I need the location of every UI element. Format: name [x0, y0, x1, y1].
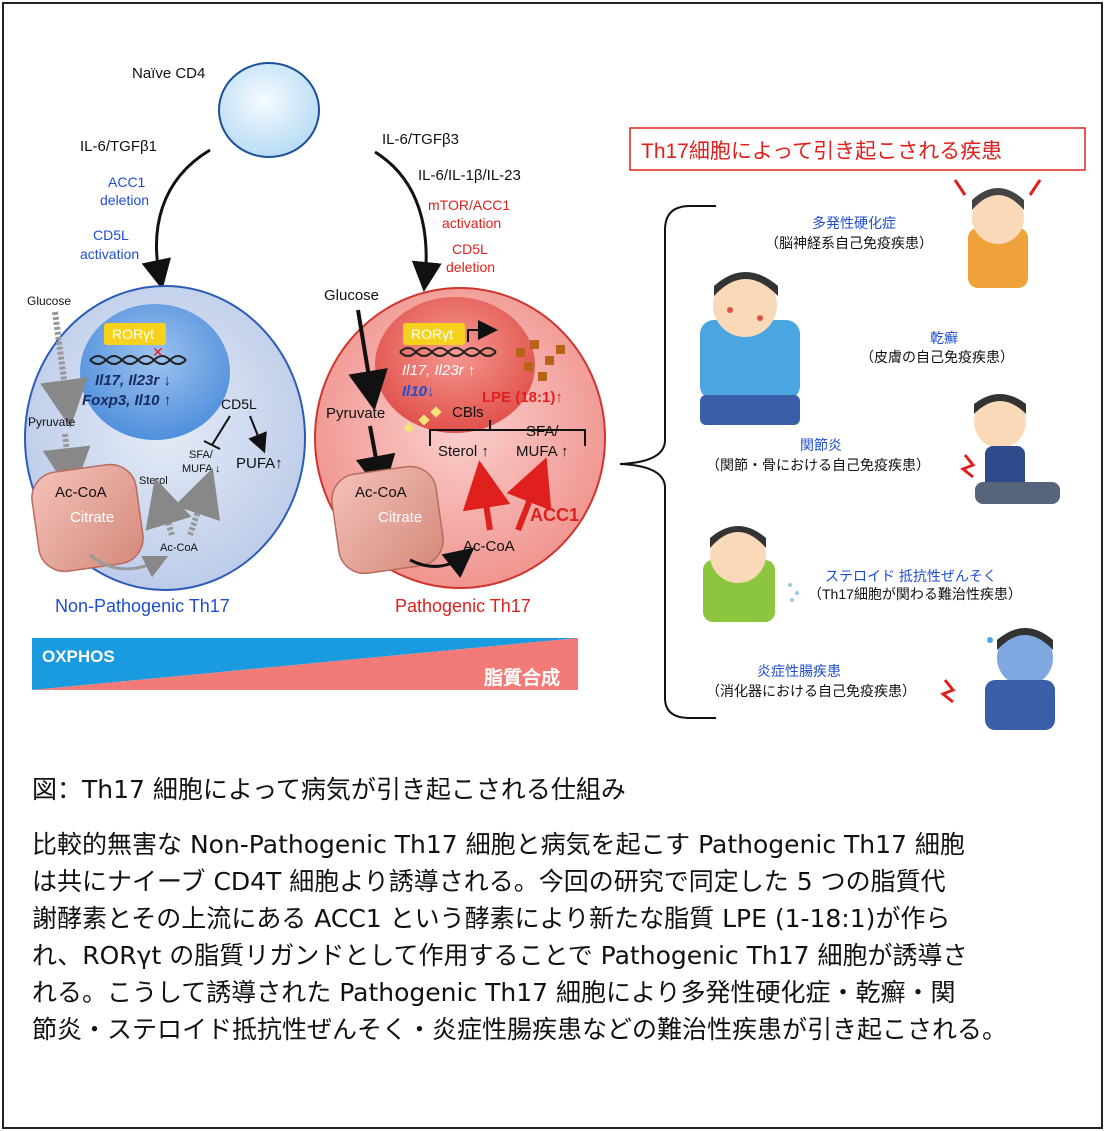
- genes-up-left: Foxp3, Il10 ↑: [82, 392, 171, 409]
- nonpathogenic-label: Non-Pathogenic Th17: [55, 596, 230, 616]
- disease-desc-5: （消化器における自己免疫疾患）: [706, 683, 916, 699]
- disease-title: Th17細胞によって引き起こされる疾患: [641, 140, 1002, 163]
- oxphos-lipid-bar: OXPHOS 脂質合成: [32, 638, 578, 690]
- genes-down-right: Il10↓: [402, 383, 435, 400]
- cd5l-activation-label: activation: [80, 246, 139, 262]
- figure-description: 比較的無害な Non-Pathogenic Th17 細胞と病気を起こす Pat…: [32, 826, 1092, 1048]
- pathogenic-cell: RORγt Il17, Il23r ↑ Il10↓ LPE (18:1)↑ Gl…: [314, 287, 606, 589]
- right-signal-label: IL-6/TGFβ3: [382, 131, 459, 148]
- glucose-label-right: Glucose: [324, 287, 379, 304]
- disease-name-1: 多発性硬化症: [812, 215, 896, 231]
- pyruvate-label-left: Pyruvate: [28, 415, 76, 429]
- description-line: 比較的無害な Non-Pathogenic Th17 細胞と病気を起こす Pat…: [32, 830, 965, 859]
- disease-name-2: 乾癬: [930, 330, 958, 346]
- cbls-label: CBls: [452, 404, 484, 421]
- pathogenic-label: Pathogenic Th17: [395, 596, 531, 616]
- sfa-label-right: SFA/: [526, 423, 559, 440]
- disease-title-box: [629, 127, 1086, 171]
- naive-cd4-label: Naïve CD4: [132, 65, 205, 82]
- description-line: れる。こうして誘導された Pathogenic Th17 細胞により多発性硬化症…: [32, 978, 956, 1007]
- sfa-label-left: SFA/: [189, 449, 214, 461]
- disease-desc-1: （脳神経系自己免疫疾患）: [765, 235, 933, 251]
- sterol-label-left: Sterol: [139, 475, 168, 487]
- acoa-mito-right: Ac-CoA: [355, 484, 407, 501]
- pufa-up-label: PUFA↑: [236, 455, 283, 472]
- disease-name-3: 関節炎: [800, 437, 842, 453]
- figure-caption: 図：Th17 細胞によって病気が引き起こされる仕組み: [32, 775, 626, 804]
- sterol-up-label: Sterol ↑: [438, 443, 489, 460]
- acoa-right: Ac-CoA: [463, 538, 515, 555]
- mtor-label: mTOR/ACC1: [428, 197, 510, 213]
- mitochondrion-right: [331, 465, 444, 575]
- headache-person-icon: [953, 179, 1042, 288]
- rort-badge-right: [403, 323, 465, 345]
- cd5l-label: CD5L: [93, 227, 129, 243]
- acc1-label: ACC1: [108, 174, 146, 190]
- mtor-activation-label: activation: [442, 215, 501, 231]
- mufa-up-label: MUFA ↑: [516, 443, 569, 460]
- description-line: は共にナイーブ CD4T 細胞より誘導される。今回の研究で同定した 5 つの脂質…: [32, 867, 946, 896]
- naive-cd4-cell: [218, 62, 320, 158]
- glucose-arrow-left: [40, 311, 88, 428]
- left-signal-label: IL-6/TGFβ1: [80, 138, 157, 155]
- acc1-cell-label: ACC1: [530, 505, 579, 525]
- disease-name-5: 炎症性腸疾患: [757, 663, 841, 679]
- nonpathogenic-cell: RORγt ✕ Il17, Il23r ↓ Foxp3, Il10 ↑ Gluc…: [24, 285, 306, 591]
- lipid-synthesis-label: 脂質合成: [484, 666, 560, 689]
- ibd-person-icon: [940, 628, 1055, 730]
- block-x-icon: ✕: [152, 344, 164, 360]
- acc1-deletion-label: deletion: [100, 192, 149, 208]
- citrate-left: Citrate: [70, 509, 114, 526]
- description-line: 節炎・ステロイド抵抗性ぜんそく・炎症性腸疾患などの難治性疾患が引き起こされる。: [32, 1015, 1008, 1044]
- asthma-person-icon: [703, 526, 799, 622]
- differentiation-arrow-right: [374, 150, 442, 292]
- disease-name-4: ステロイド 抵抗性ぜんそく: [825, 568, 997, 584]
- rort-badge-left: [104, 323, 166, 345]
- arthritis-person-icon: [960, 394, 1060, 504]
- acoa-mito-left: Ac-CoA: [55, 484, 107, 501]
- right-signal2-label: IL-6/IL-1β/IL-23: [418, 167, 521, 184]
- glucose-label-left: Glucose: [27, 294, 71, 308]
- description-line: れ、RORγt の脂質リガンドとして作用することで Pathogenic Th1…: [32, 941, 968, 970]
- citrate-right: Citrate: [378, 509, 422, 526]
- differentiation-arrow-left: [141, 148, 211, 290]
- glucose-arrow-right: [348, 309, 388, 411]
- oxphos-label: OXPHOS: [42, 647, 115, 666]
- cd5l-cell-label: CD5L: [221, 396, 257, 412]
- cd5l-del-label: CD5L: [452, 241, 488, 257]
- acoa-left: Ac-CoA: [160, 542, 199, 554]
- genes-up-right: Il17, Il23r ↑: [402, 362, 475, 379]
- disease-brace: [619, 205, 716, 719]
- disease-desc-4: （Th17細胞が関わる難治性疾患）: [808, 586, 1022, 602]
- mufa-down-label: MUFA ↓: [182, 463, 221, 475]
- lpe-label: LPE (18:1)↑: [482, 389, 563, 406]
- rort-label-right: RORγt: [411, 326, 453, 342]
- mechanism-diagram: Naïve CD4 IL-6/TGFβ1 IL-6/TGFβ3 IL-6/IL-…: [24, 62, 1086, 730]
- disease-desc-3: （関節・骨における自己免疫疾患）: [706, 457, 930, 473]
- pyruvate-label-right: Pyruvate: [326, 405, 385, 422]
- rort-label-left: RORγt: [112, 326, 154, 342]
- mitochondrion-left: [31, 463, 144, 573]
- disease-desc-2: （皮膚の自己免疫疾患）: [860, 349, 1014, 365]
- cd5l-deletion-label: deletion: [446, 259, 495, 275]
- description-line: 謝酵素とその上流にある ACC1 という酵素により新たな脂質 LPE (1-18…: [32, 904, 951, 933]
- genes-down-left: Il17, Il23r ↓: [95, 372, 171, 389]
- psoriasis-person-icon: [700, 272, 800, 425]
